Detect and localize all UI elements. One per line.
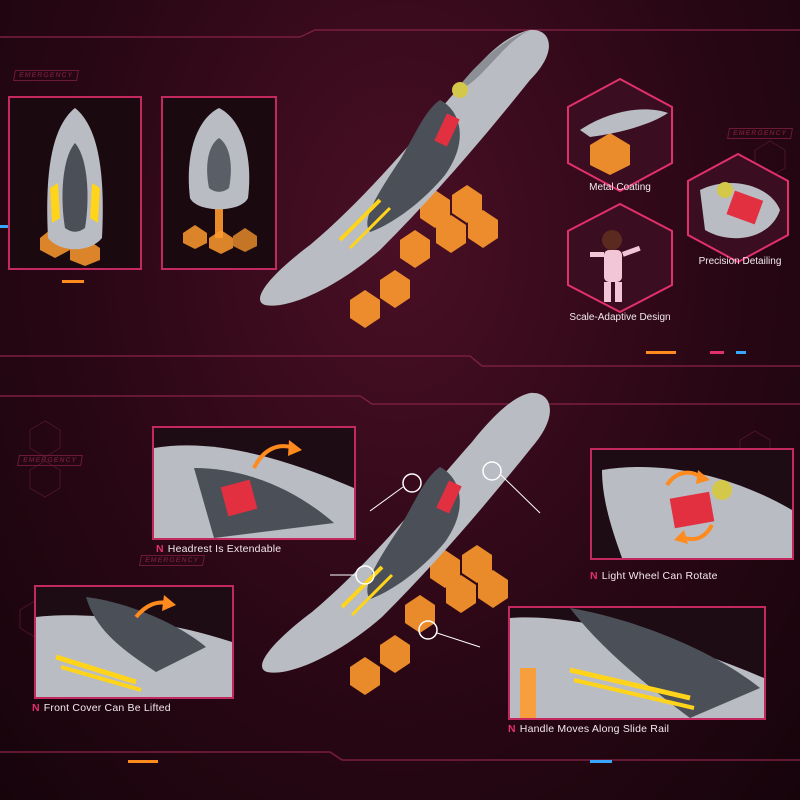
bullet-icon: N bbox=[156, 543, 164, 555]
rear-view-image bbox=[10, 98, 140, 268]
accent-stripe bbox=[736, 351, 746, 354]
light-wheel-caption-label: Light Wheel Can Rotate bbox=[601, 570, 718, 582]
accent-stripe bbox=[0, 225, 8, 228]
watermark-label: EMERGENCY bbox=[17, 455, 84, 466]
slide-rail-detail-panel bbox=[508, 606, 766, 720]
front-view-image bbox=[163, 98, 275, 268]
watermark-label: EMERGENCY bbox=[727, 128, 794, 139]
light-wheel-detail-image bbox=[592, 450, 792, 558]
scale-adaptive-hex bbox=[567, 202, 673, 314]
bullet-icon: N bbox=[32, 702, 40, 714]
accent-stripe bbox=[590, 760, 612, 763]
rear-view-panel bbox=[8, 96, 142, 270]
metal-coating-caption: Metal Coating bbox=[589, 182, 651, 193]
headrest-caption-label: Headrest Is Extendable bbox=[167, 543, 282, 555]
headrest-detail-image bbox=[154, 428, 354, 538]
front-cover-detail-image bbox=[36, 587, 232, 697]
slide-rail-caption-label: Handle Moves Along Slide Rail bbox=[519, 723, 670, 735]
accent-stripe bbox=[646, 351, 676, 354]
main-ship-image-bottom bbox=[262, 392, 550, 695]
headrest-detail-panel bbox=[152, 426, 356, 540]
front-view-panel bbox=[161, 96, 277, 270]
precision-detailing-hex bbox=[687, 152, 789, 264]
precision-detailing-caption: Precision Detailing bbox=[698, 256, 782, 267]
bullet-icon: N bbox=[590, 570, 598, 582]
slide-rail-detail-image bbox=[510, 608, 764, 718]
front-cover-detail-panel bbox=[34, 585, 234, 699]
bullet-icon: N bbox=[508, 723, 516, 735]
front-cover-caption-label: Front Cover Can Be Lifted bbox=[43, 702, 171, 714]
accent-stripe bbox=[710, 351, 724, 354]
watermark-label: EMERGENCY bbox=[13, 70, 80, 81]
metal-coating-hex bbox=[567, 77, 673, 193]
main-ship-image-top bbox=[260, 29, 549, 328]
watermark-label: EMERGENCY bbox=[139, 555, 206, 566]
accent-stripe bbox=[128, 760, 158, 763]
scale-adaptive-caption: Scale-Adaptive Design bbox=[569, 312, 671, 323]
light-wheel-detail-panel bbox=[590, 448, 794, 560]
accent-stripe bbox=[62, 280, 84, 283]
